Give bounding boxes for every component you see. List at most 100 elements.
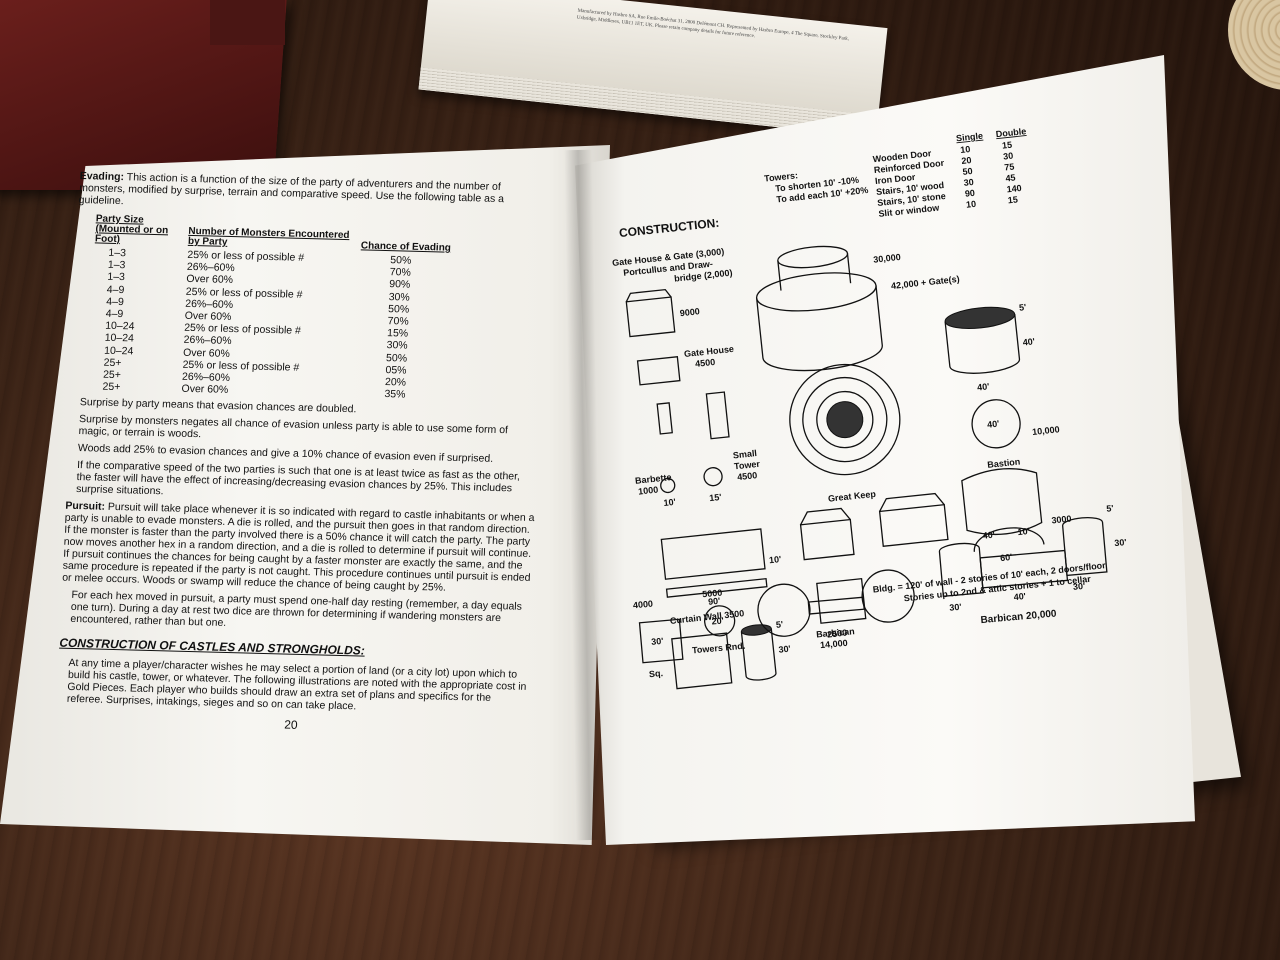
header-chance: Chance of Evading: [360, 240, 452, 254]
door-double-price: 15: [1007, 194, 1018, 205]
great-keep-front: [799, 518, 855, 561]
keep-plan-middle: [802, 376, 888, 463]
label-3000: 3000: [1051, 513, 1072, 525]
label-2500: 2500: [827, 628, 848, 640]
label-barbican-b: Barbican 20,000: [980, 608, 1057, 626]
label-4500a: 4500: [695, 357, 716, 369]
door-single-price: 10: [966, 199, 977, 210]
rest-paragraph: For each hex moved in pursuit, a party m…: [70, 589, 523, 630]
barbette-plan: [660, 477, 676, 494]
label-14000: 14,000: [820, 638, 848, 650]
barbican-gate-wall: [979, 549, 1069, 589]
label-30000: 30,000: [873, 252, 901, 265]
barbican-tower-right: [1061, 516, 1108, 577]
keep-plan-core: [826, 401, 864, 439]
bastion-drawing: [961, 468, 1043, 536]
gate-house-roof: [625, 288, 672, 303]
label-60ft: 60': [1000, 552, 1013, 563]
bastion-plan: [973, 527, 1045, 552]
large-tower-top: [755, 272, 877, 312]
door-single-price: 20: [961, 155, 972, 166]
label-90ft: 90': [708, 596, 721, 607]
door-single-price: 10: [960, 144, 971, 155]
curtain-wall-drawing: [660, 528, 766, 580]
label-40ft-a: 40': [1022, 336, 1035, 347]
label-30ft-e: 30': [1073, 581, 1086, 592]
cell-party-size: 25+: [102, 380, 121, 394]
round-small-tower-drawing: [740, 628, 777, 681]
label-30ft-d: 30': [949, 602, 962, 613]
label-sq: Sq.: [649, 668, 664, 679]
small-tower-drawing: [705, 391, 730, 440]
construction-diagram-lower: #right-diagram-b text { font-family:"Lib…: [633, 503, 1127, 679]
door-single-price: 30: [963, 177, 974, 188]
keep-plan-outer: [789, 363, 901, 476]
label-4000: 4000: [633, 599, 654, 611]
barbican-tower-left: [938, 542, 984, 597]
label-4500b: 4500: [737, 470, 758, 482]
label-1000: 1000: [638, 485, 659, 497]
pursuit-text: Pursuit will take place whenever it is s…: [61, 501, 535, 595]
note-speed: If the comparative speed of the two part…: [75, 459, 521, 498]
label-20ft: 20': [711, 616, 724, 627]
evasion-table: Party Size (Mounted or on Foot) Number o…: [88, 213, 456, 402]
round-tower-plan: [971, 399, 1021, 449]
cell-chance: 35%: [384, 388, 406, 401]
label-30ft-c: 30': [651, 636, 664, 647]
label-10ft-b: 10': [769, 554, 782, 565]
label-small: Small: [732, 448, 757, 460]
round-tower-plan-small: [703, 605, 736, 637]
towers-label: Towers:: [764, 170, 799, 183]
square-tower-drawing: [671, 632, 733, 690]
label-15ft: 15': [709, 492, 722, 503]
door-double-price: 75: [1004, 162, 1015, 173]
label-40ft-c: 40': [987, 418, 1000, 429]
label-5000: 5000: [702, 588, 723, 600]
castles-heading: CONSTRUCTION OF CASTLES AND STRONGHOLDS:: [59, 636, 366, 659]
label-5ft-b: 5': [775, 619, 783, 630]
door-single-price: 50: [962, 166, 973, 177]
label-10ft-c: 10': [1017, 526, 1030, 537]
label-5ft-c: 5': [1106, 503, 1114, 514]
small-tower-plan: [703, 467, 723, 487]
barbican-plan-right: [861, 569, 915, 623]
great-keep-side: [878, 503, 949, 547]
label-40ft-d: 40': [982, 530, 995, 541]
gate-house-plan: [636, 356, 681, 386]
castles-paragraph: At any time a player/character wishes he…: [66, 657, 527, 713]
pursuit-lead: Pursuit:: [65, 500, 106, 514]
label-42000: 42,000 + Gate(s): [891, 274, 960, 291]
label-5ft-a: 5': [1019, 302, 1027, 313]
label-10ft-a: 10': [663, 497, 676, 508]
label-towers-rnd: Towers Rnd.: [692, 641, 746, 656]
round-tower-body: [944, 314, 1021, 374]
barbican-plan-link: [807, 596, 865, 615]
door-name: Iron Door: [875, 172, 917, 186]
label-40ft-e: 40': [1013, 591, 1026, 602]
door-double-price: 15: [1002, 140, 1013, 151]
large-tower-upper: [777, 245, 849, 269]
left-page-text: Evading: This action is a function of th…: [56, 170, 550, 737]
curtain-wall-plan: [665, 577, 768, 598]
label-40ft-b: 40': [977, 381, 990, 392]
label-10000: 10,000: [1032, 424, 1060, 437]
header-party-size: Party Size (Mounted or on Foot): [94, 213, 169, 246]
label-barbican-a: Barbican: [816, 626, 855, 639]
label-9000: 9000: [679, 306, 700, 318]
label-30ft-a: 30': [778, 644, 791, 655]
gate-house-drawing: [625, 296, 676, 338]
barbette-drawing: [656, 402, 673, 435]
door-single-price: 90: [964, 188, 975, 199]
barbican-plan-left: [757, 583, 811, 637]
round-tower-top: [944, 306, 1016, 330]
left-page: [0, 145, 610, 845]
label-bastion: Bastion: [987, 457, 1021, 470]
right-page: [575, 55, 1195, 845]
doors-header-double: Double: [995, 126, 1026, 139]
door-double-price: 30: [1003, 151, 1014, 162]
header-monsters: Number of Monsters Encountered by Party: [187, 225, 350, 248]
construction-title: CONSTRUCTION:: [618, 216, 720, 240]
